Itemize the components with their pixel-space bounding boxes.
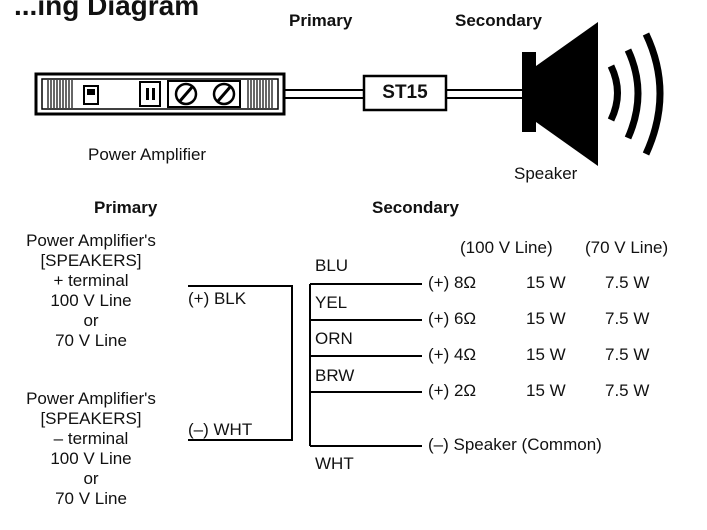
wire-color-orn: ORN <box>315 329 353 348</box>
amplifier-caption: Power Amplifier <box>88 145 207 164</box>
plus-block-line: 70 V Line <box>55 331 127 350</box>
wire-color-wht: WHT <box>315 454 354 473</box>
primary-minus-terminal-block: Power Amplifier's [SPEAKERS] – terminal … <box>0 389 182 509</box>
tap-70v-watts: 7.5 W <box>605 309 650 328</box>
primary-minus-wire-label: (–) WHT <box>188 420 253 439</box>
column-header-100v: (100 V Line) <box>460 238 553 257</box>
plus-block-line: or <box>83 311 99 330</box>
tap-label-6ohm: (+) 6Ω <box>428 309 477 328</box>
plus-block-line: + terminal <box>53 271 129 290</box>
primary-plus-terminal-block: Power Amplifier's [SPEAKERS] + terminal … <box>0 231 182 351</box>
minus-block-line: 100 V Line <box>50 449 132 468</box>
right-vent-grille <box>247 80 273 108</box>
tap-70v-watts: 7.5 W <box>605 381 650 400</box>
primary-heading: Primary <box>94 198 158 217</box>
primary-wiring <box>188 285 293 441</box>
primary-plus-wire-label: (+) BLK <box>188 289 247 308</box>
transformer-label: ST15 <box>382 82 428 103</box>
tap-label-2ohm: (+) 2Ω <box>428 381 477 400</box>
secondary-cable <box>446 89 522 99</box>
power-switch-icon <box>83 85 99 105</box>
minus-block-line: – terminal <box>53 429 129 448</box>
tap-100v-watts: 15 W <box>526 381 566 400</box>
tap-label-8ohm: (+) 8Ω <box>428 273 477 292</box>
minus-block-line: Power Amplifier's <box>26 389 156 408</box>
level-knob-icon <box>167 80 241 108</box>
transformer-box <box>362 74 448 112</box>
secondary-heading: Secondary <box>372 198 459 217</box>
tap-100v-watts: 15 W <box>526 273 566 292</box>
secondary-wiring <box>309 283 422 447</box>
minus-block-line: or <box>83 469 99 488</box>
wire-color-yel: YEL <box>315 293 348 312</box>
minus-block-line: [SPEAKERS] <box>40 409 142 428</box>
minus-block-line: 70 V Line <box>55 489 127 508</box>
tap-100v-watts: 15 W <box>526 309 566 328</box>
speaker-caption: Speaker <box>514 164 578 183</box>
tap-label-4ohm: (+) 4Ω <box>428 345 477 364</box>
left-vent-grille <box>47 80 73 108</box>
power-amplifier-illustration <box>34 72 286 116</box>
plus-block-line: [SPEAKERS] <box>40 251 142 270</box>
speaker-icon <box>522 22 598 166</box>
column-header-70v: (70 V Line) <box>585 238 669 257</box>
sound-waves-icon <box>607 32 664 156</box>
top-secondary-label: Secondary <box>455 11 542 30</box>
primary-cable <box>284 89 364 99</box>
top-primary-label: Primary <box>289 11 353 30</box>
plus-block-line: Power Amplifier's <box>26 231 156 250</box>
tap-100v-watts: 15 W <box>526 345 566 364</box>
diagram-title-fragment: ...ing Diagram <box>14 0 200 21</box>
common-speaker-label: (–) Speaker (Common) <box>428 435 602 454</box>
wire-color-blu: BLU <box>315 256 349 275</box>
tap-70v-watts: 7.5 W <box>605 273 650 292</box>
indicator-box <box>139 81 161 107</box>
tap-70v-watts: 7.5 W <box>605 345 650 364</box>
plus-block-line: 100 V Line <box>50 291 132 310</box>
wire-color-brw: BRW <box>315 366 355 385</box>
